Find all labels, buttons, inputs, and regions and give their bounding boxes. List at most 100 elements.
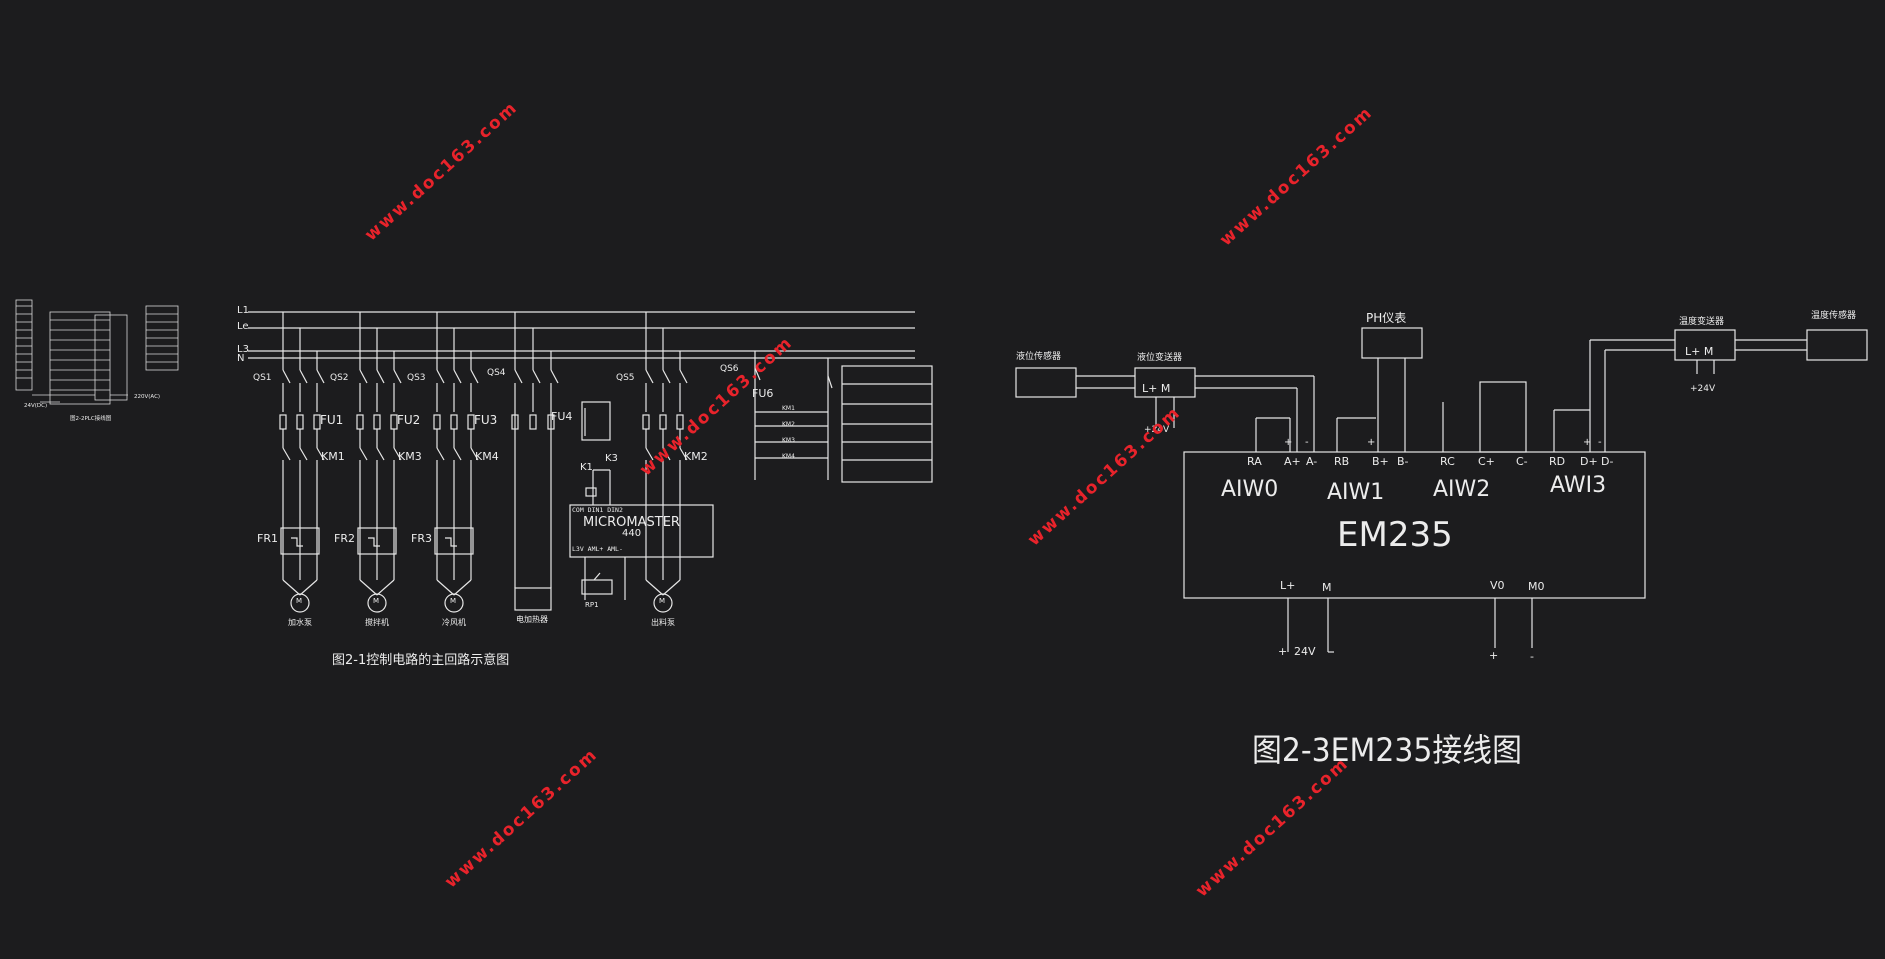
em235-channel: AIW1 (1327, 480, 1384, 505)
contactor-label: KM2 (684, 450, 708, 463)
fuse-label: FU1 (320, 413, 343, 427)
fuse-label: FU2 (397, 413, 420, 427)
plc-label-ac: 220V(AC) (134, 394, 160, 400)
em235-terminal: RB (1334, 455, 1349, 468)
watermark-text: www.doc163.com (1192, 753, 1353, 901)
em235-terminal: C+ (1478, 455, 1495, 468)
motor-symbol: M (450, 597, 456, 605)
control-row-2: KM2 (782, 421, 795, 428)
load-label: 加水泵 (288, 617, 312, 627)
relay-k1: K1 (580, 462, 593, 473)
motor-branch (642, 312, 688, 613)
switch-label: QS3 (407, 373, 426, 383)
plc-caption: 图2-2PLC接线图 (70, 414, 112, 422)
plus-sign-a: + (1284, 437, 1292, 448)
relay-label: FR1 (257, 532, 278, 545)
em235-terminal: C- (1516, 455, 1528, 468)
load-label: 冷风机 (442, 617, 466, 627)
em235-wiring-diagram: 液位传感器 液位变送器 L+ M +24V PH仪表 温度变送器 L+ M +2… (1015, 309, 1868, 769)
bottom-24v: 24V (1294, 645, 1316, 658)
plus-sign-b: + (1367, 437, 1375, 448)
minus-sign-a: - (1305, 437, 1309, 448)
contactor-label: KM1 (321, 450, 345, 463)
bus-label-n: N (237, 353, 244, 364)
plc-label-dc: 24V(DC) (24, 403, 47, 409)
terminal-m: M (1322, 581, 1332, 594)
switch-qs6: QS6 (720, 364, 739, 374)
control-row-4: KM4 (782, 453, 795, 460)
plc-wiring-thumbnail: 24V(DC) 220V(AC) 图2-2PLC接线图 (15, 299, 179, 422)
relay-label: FR2 (334, 532, 355, 545)
motor-symbol: M (373, 597, 379, 605)
motor-symbol: M (296, 597, 302, 605)
bottom-plus-v0: + (1489, 649, 1498, 662)
vfd-name: MICROMASTER (583, 515, 680, 530)
relay-label: FR3 (411, 532, 432, 545)
vfd-block (569, 401, 714, 600)
em235-terminal: A+ (1284, 455, 1301, 468)
em235-terminal: RD (1549, 455, 1565, 468)
heater-branch (511, 312, 559, 611)
watermark-text: www.doc163.com (361, 97, 522, 245)
bus-label-l3: L3 (237, 344, 249, 355)
main-circuit-diagram: L1 Le L3 N MQS1FU1KM1FR1加水泵MQS2FU2KM3FR2… (237, 305, 933, 668)
level-transmitter-supply: +24V (1144, 425, 1170, 435)
em235-terminal: D+ (1580, 455, 1598, 468)
em235-terminal: RC (1440, 455, 1455, 468)
terminal-v0: V0 (1490, 579, 1505, 592)
potentiometer-rp1: RP1 (585, 601, 599, 609)
temp-transmitter-terminals: L+ M (1685, 345, 1713, 358)
relay-k3: K3 (605, 453, 618, 464)
control-panel (754, 351, 933, 483)
watermark-text: www.doc163.com (1024, 402, 1185, 550)
em235-terminal: RA (1247, 455, 1262, 468)
plus-sign-d: + (1583, 437, 1591, 448)
contactor-label: KM3 (398, 450, 422, 463)
ph-meter-label: PH仪表 (1366, 311, 1406, 325)
motor-symbol: M (659, 597, 665, 605)
em235-lines (1015, 327, 1868, 653)
vfd-terminals-bottom: L3V AML+ AML- (572, 545, 623, 553)
vfd-model: 440 (622, 528, 641, 539)
fuse-fu6: FU6 (752, 387, 773, 400)
em235-terminal: B- (1397, 455, 1409, 468)
level-sensor-label: 液位传感器 (1016, 350, 1061, 362)
power-bus (248, 311, 915, 359)
terminal-m0: M0 (1528, 580, 1545, 593)
em235-channel: AWI3 (1550, 473, 1606, 498)
caption-fig-2-1: 图2-1控制电路的主回路示意图 (332, 652, 509, 668)
switch-label: QS1 (253, 373, 272, 383)
load-label: 出料泵 (651, 617, 675, 627)
control-row-1: KM1 (782, 405, 795, 412)
watermark-text: www.doc163.com (441, 744, 602, 892)
vfd-terminals-top: COM DIN1 DIN2 (572, 506, 623, 514)
em235-channel: AIW2 (1433, 477, 1490, 502)
contactor-label: KM4 (475, 450, 499, 463)
control-row-3: KM3 (782, 437, 795, 444)
em235-channels: AIW0 AIW1 AIW2 AWI3 (1221, 473, 1606, 505)
bottom-minus-m0: - (1530, 650, 1534, 663)
temp-transmitter-label: 温度变送器 (1679, 315, 1724, 327)
bus-label-l2: Le (237, 321, 249, 332)
temp-sensor-label: 温度传感器 (1811, 309, 1856, 321)
caption-fig-2-3: 图2-3EM235接线图 (1252, 731, 1522, 769)
em235-terminal: D- (1601, 455, 1613, 468)
load-label: 搅拌机 (365, 617, 389, 627)
watermark-text: www.doc163.com (1216, 102, 1377, 250)
minus-sign-d: - (1598, 437, 1602, 448)
fuse-fu4: FU4 (551, 410, 572, 423)
bottom-plus: + (1278, 645, 1287, 658)
em235-channel: AIW0 (1221, 477, 1278, 502)
temp-transmitter-supply: +24V (1690, 384, 1716, 394)
load-heater: 电加热器 (516, 614, 548, 624)
em235-terminal: B+ (1372, 455, 1389, 468)
terminal-l-plus: L+ (1280, 579, 1295, 592)
em235-module-name: EM235 (1337, 515, 1453, 555)
fuse-label: FU3 (474, 413, 497, 427)
switch-label: QS2 (330, 373, 349, 383)
level-transmitter-label: 液位变送器 (1137, 351, 1182, 363)
